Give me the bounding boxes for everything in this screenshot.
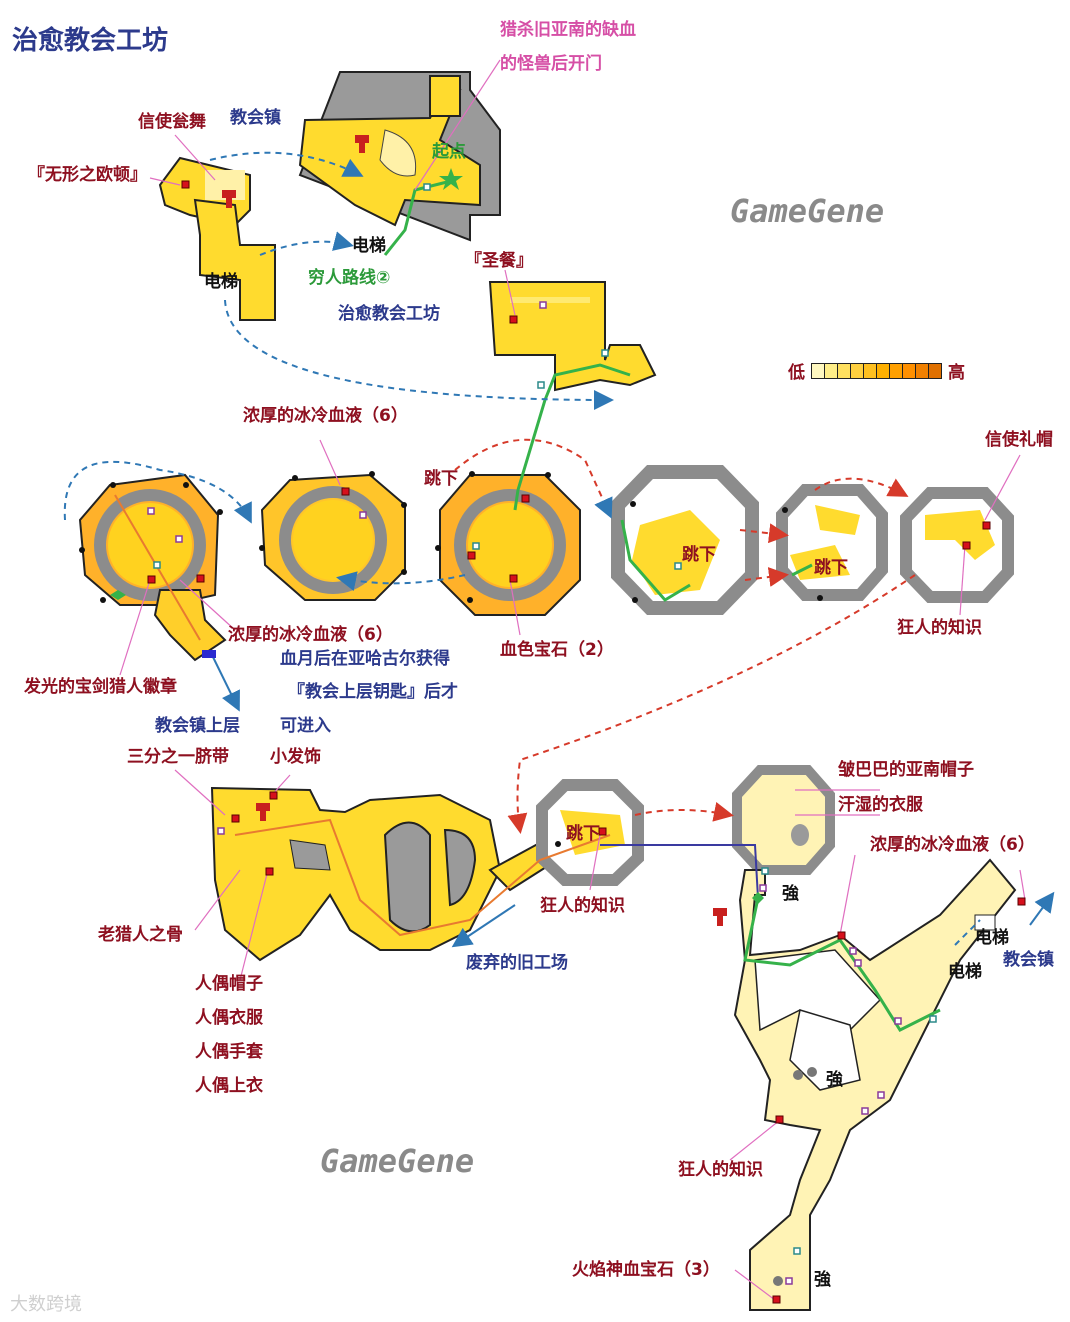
holy-meal-room	[488, 281, 657, 392]
label-blood-gem: 血色宝石（2）	[500, 640, 614, 660]
green-path	[383, 178, 941, 1032]
messenger-room	[158, 156, 276, 321]
label-thick-blood: 浓厚的冰冷血液（6）	[243, 406, 408, 426]
label-elevator: 电梯	[975, 928, 1009, 948]
label-thick-blood: 浓厚的冰冷血液（6）	[228, 625, 393, 645]
label-messenger-hat: 信使礼帽	[985, 430, 1053, 450]
legend-cell	[890, 363, 903, 378]
label-doll-hat: 人偶帽子	[195, 974, 263, 994]
label-doll-gloves: 人偶手套	[195, 1042, 263, 1062]
purple-markers	[147, 301, 902, 1285]
label-jump: 跳下	[682, 545, 716, 565]
label-doll-clothes: 人偶衣服	[195, 1008, 263, 1028]
red-dashed-routes	[454, 438, 916, 834]
height-legend: 低 高	[788, 358, 965, 383]
octagon-room-4	[611, 465, 759, 615]
label-madman-knowledge: 狂人的知识	[540, 896, 625, 916]
item-markers	[147, 180, 1026, 1304]
legend-cell	[825, 363, 838, 378]
blue-dashed-routes	[63, 151, 981, 946]
label-blood-moon-note: 血月后在亚哈古尔获得	[280, 649, 450, 669]
label-invisible-eldon: 『无形之欧顿』	[28, 165, 147, 185]
legend-cell	[864, 363, 877, 378]
legend-cell	[812, 363, 825, 378]
top-hall	[298, 71, 501, 242]
label-church-key-note: 『教会上层钥匙』后才	[288, 682, 458, 702]
label-elevator: 电梯	[352, 236, 386, 256]
label-strong: 強	[826, 1070, 843, 1090]
label-old-hunter-bone: 老猎人之骨	[98, 925, 183, 945]
label-elevator: 电梯	[204, 272, 238, 292]
kill-note-line-2: 的怪兽后开门	[500, 54, 602, 74]
label-jump: 跳下	[566, 824, 600, 844]
stars	[110, 168, 764, 904]
legend-high: 高	[948, 363, 965, 383]
label-abandoned-workshop: 废弃的旧工场	[466, 953, 568, 973]
teal-markers	[153, 183, 937, 1255]
label-madman-knowledge: 狂人的知识	[678, 1160, 763, 1180]
label-church-town: 教会镇	[1003, 950, 1054, 970]
old-workshop	[210, 786, 567, 962]
legend-cell	[903, 363, 916, 378]
label-jump: 跳下	[424, 469, 458, 489]
label-shining-badge: 发光的宝剑猎人徽章	[24, 677, 177, 697]
pink-leader-lines	[119, 59, 1026, 1301]
label-strong: 強	[782, 884, 799, 904]
lanterns	[222, 135, 727, 926]
waypoint-dots	[79, 471, 823, 1286]
label-elevator: 电梯	[948, 962, 982, 982]
label-messenger-dance: 信使瓮舞	[138, 112, 206, 132]
label-fire-blood-gem: 火焰神血宝石（3）	[572, 1260, 720, 1280]
locked-door	[202, 650, 216, 658]
label-madman-knowledge: 狂人的知识	[897, 618, 982, 638]
legend-low: 低	[788, 363, 805, 383]
label-can-enter: 可进入	[280, 716, 331, 736]
label-third-cord: 三分之一脐带	[127, 747, 229, 767]
octagon-room-6	[900, 487, 1014, 603]
octagon-room-7	[536, 779, 644, 886]
label-strong: 強	[814, 1270, 831, 1290]
octagon-room-2	[260, 473, 406, 601]
label-wrinkled-hat: 皱巴巴的亚南帽子	[838, 760, 974, 780]
label-doll-top: 人偶上衣	[195, 1076, 263, 1096]
page-title: 治愈教会工坊	[12, 26, 169, 56]
source-mark: 大数跨境	[10, 1294, 82, 1315]
label-holy-meal: 『圣餐』	[465, 251, 533, 271]
label-healing-workshop: 治愈教会工坊	[338, 304, 440, 324]
solid-arrows	[211, 654, 1055, 948]
watermark-top: GameGene	[730, 192, 885, 230]
lower-corridor	[733, 858, 1017, 1311]
label-church-town: 教会镇	[230, 108, 281, 128]
label-church-upper: 教会镇上层	[155, 716, 240, 736]
legend-cell	[838, 363, 851, 378]
label-jump: 跳下	[814, 558, 848, 578]
label-sweaty-clothes: 汗湿的衣服	[838, 795, 923, 815]
legend-cell	[877, 363, 890, 378]
legend-cell	[851, 363, 864, 378]
label-start: 起点	[432, 142, 466, 162]
legend-gradient	[811, 362, 942, 379]
kill-note-line-1: 猎杀旧亚南的缺血	[500, 20, 636, 40]
legend-cell	[929, 363, 941, 378]
octagon-room-8	[732, 765, 835, 875]
watermark-bottom: GameGene	[320, 1142, 475, 1180]
label-thick-blood: 浓厚的冰冷血液（6）	[870, 835, 1035, 855]
label-hair-ornament: 小发饰	[270, 747, 321, 767]
octagon-room-1	[78, 473, 227, 662]
label-poor-route: 穷人路线②	[308, 268, 391, 288]
legend-cell	[916, 363, 929, 378]
octagon-room-5	[776, 484, 888, 601]
octagon-room-3	[439, 474, 581, 616]
